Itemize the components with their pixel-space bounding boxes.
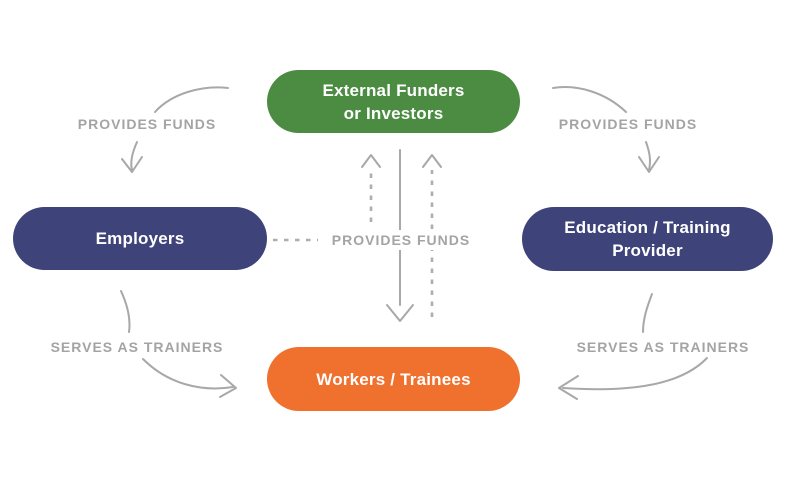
stub-employers-trainers bbox=[120, 290, 131, 333]
arc-funders-to-education bbox=[552, 86, 627, 113]
node-label-line: or Investors bbox=[343, 103, 444, 123]
arrowhead-right-icon bbox=[219, 374, 237, 398]
node-label-line: Workers / Trainees bbox=[316, 369, 471, 389]
node-label-line: Provider bbox=[612, 241, 683, 260]
arrow-education-to-workers bbox=[562, 357, 708, 391]
node-label-line: Employers bbox=[95, 229, 185, 248]
edge-label-provides-funds-left: PROVIDES FUNDS bbox=[70, 114, 224, 134]
arrow-down-to-education bbox=[645, 141, 651, 171]
arc-funders-to-employers bbox=[154, 86, 229, 113]
arrowhead-left-icon bbox=[558, 375, 579, 400]
node-workers-trainees: Workers / Trainees bbox=[267, 347, 520, 411]
arrowhead-up-right-icon bbox=[422, 154, 442, 168]
stub-education-trainers bbox=[642, 293, 653, 333]
arrowhead-down-left-icon bbox=[121, 156, 143, 173]
arrow-employers-to-workers bbox=[142, 358, 234, 390]
edge-label-provides-funds-center: PROVIDES FUNDS bbox=[324, 230, 478, 250]
node-label-line: External Funders bbox=[322, 80, 465, 100]
edge-label-serves-as-trainers-right: SERVES AS TRAINERS bbox=[569, 337, 757, 357]
node-education-provider: Education / Training Provider bbox=[522, 207, 773, 271]
node-employers: Employers bbox=[13, 207, 267, 270]
node-label-line: Education / Training bbox=[564, 218, 731, 237]
arrowhead-down-right-icon bbox=[638, 156, 660, 173]
edge-label-provides-funds-right: PROVIDES FUNDS bbox=[551, 114, 705, 134]
arrow-down-to-employers bbox=[130, 141, 138, 171]
arrowhead-down-center-icon bbox=[386, 304, 414, 322]
arrowhead-up-left-icon bbox=[361, 154, 381, 168]
node-external-funders: External Funders or Investors bbox=[267, 70, 520, 133]
edge-label-serves-as-trainers-left: SERVES AS TRAINERS bbox=[43, 337, 231, 357]
